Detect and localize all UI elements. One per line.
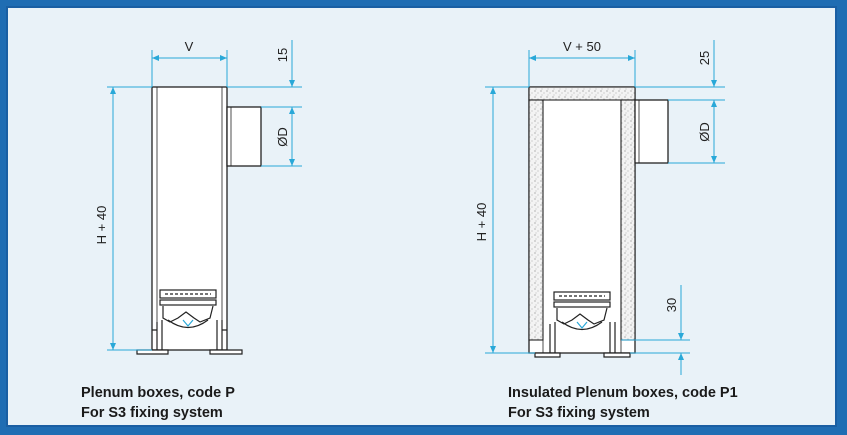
dim-diameter-label: ØD: [697, 122, 712, 142]
insulated-plenum-box-p1: V + 50 25 ØD H + 40 30: [474, 39, 725, 375]
s3-fixing-profile: [534, 291, 631, 358]
caption-subtitle: For S3 fixing system: [81, 405, 223, 421]
caption-title: Plenum boxes, code P: [81, 385, 235, 401]
caption-plenum-p1: Insulated Plenum boxes, code P1 For S3 f…: [508, 383, 738, 423]
dim-diameter-label: ØD: [275, 127, 290, 147]
spigot: [226, 106, 262, 167]
box-body: [151, 86, 228, 351]
spigot: [634, 99, 669, 164]
insulation-top: [528, 86, 636, 101]
caption-title: Insulated Plenum boxes, code P1: [508, 385, 738, 401]
dim-top-label: 25: [697, 51, 712, 65]
dim-bottom-label: 30: [664, 298, 679, 312]
dim-top-label: 15: [275, 48, 290, 62]
dim-width-label: V + 50: [563, 39, 601, 54]
diagram-frame: [6, 6, 837, 427]
box-body: [528, 86, 636, 354]
dim-width-label: V: [185, 39, 194, 54]
dim-height-label: H + 40: [474, 203, 489, 242]
plenum-box-p: V 15 ØD H + 40: [94, 39, 302, 355]
caption-plenum-p: Plenum boxes, code P For S3 fixing syste…: [81, 383, 235, 423]
dim-height-label: H + 40: [94, 206, 109, 245]
insulation-right: [620, 99, 636, 341]
insulation-left: [528, 99, 544, 341]
s3-fixing-profile: [136, 289, 243, 355]
caption-subtitle: For S3 fixing system: [508, 405, 650, 421]
